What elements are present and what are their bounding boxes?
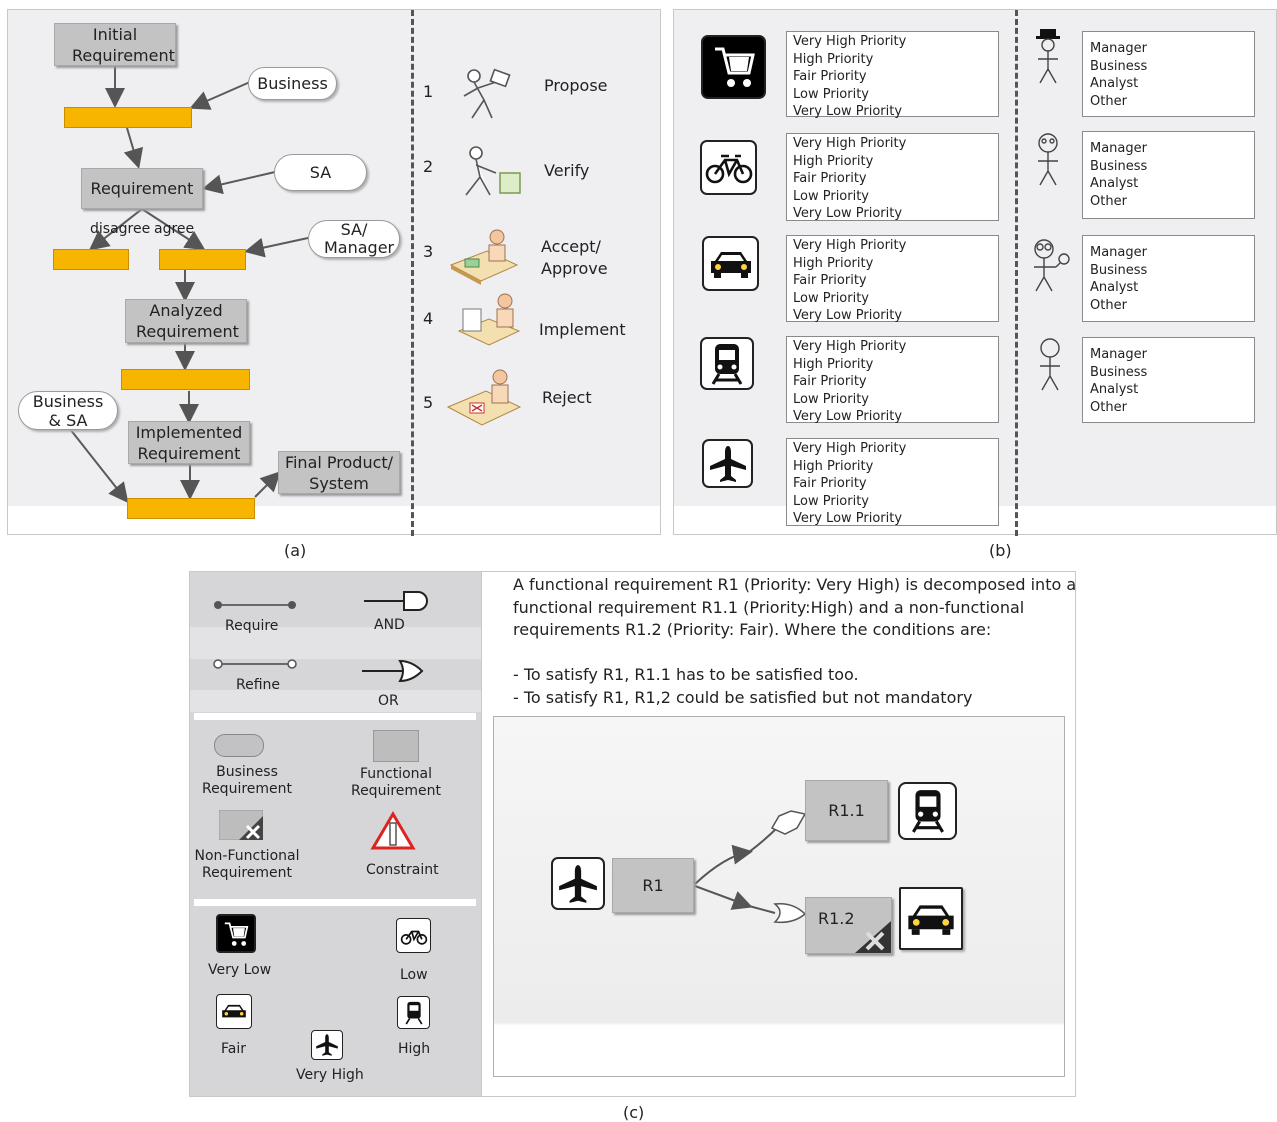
legend-functional-requirement-label: Functional Requirement: [350, 766, 442, 799]
example-links: [694, 810, 807, 924]
requirement-bar-analyzed: [121, 369, 250, 390]
non-functional-requirement-symbol: [219, 810, 263, 840]
legend-or-label: OR: [378, 693, 399, 709]
final-product-box: Final Product/ System: [278, 451, 400, 494]
caption-a: (a): [284, 541, 307, 560]
step-number: 3: [423, 242, 434, 261]
step-number: 1: [423, 82, 434, 101]
car-icon: [899, 887, 963, 950]
implement-desk-icon: [457, 293, 521, 346]
implemented-requirement-box: Implemented Requirement: [128, 421, 250, 464]
flow-arrows: [69, 66, 309, 504]
requirement-bar-1: [64, 107, 192, 128]
bicycle-icon: [700, 140, 757, 195]
step-label: Accept/ Approve: [541, 237, 608, 278]
airplane-icon: [702, 439, 753, 488]
caption-c: (c): [623, 1103, 645, 1122]
sa-manager-actor-oval: SA/ Manager: [308, 220, 400, 258]
legend-and-label: AND: [374, 617, 405, 633]
legend-very-low-label: Very Low: [208, 962, 272, 978]
sa-actor-oval: SA: [274, 154, 367, 191]
analyst-person-icon: [1034, 239, 1070, 292]
legend-low-label: Low: [400, 967, 428, 983]
dashed-divider: [1015, 10, 1018, 536]
legend-row-stripe: [190, 690, 481, 712]
requirement-bar-final: [127, 498, 255, 519]
legend-high-label: High: [398, 1041, 431, 1057]
legend-fair-label: Fair: [221, 1041, 246, 1057]
legend-constraint-label: Constraint: [366, 862, 439, 878]
train-icon: [700, 337, 754, 390]
airplane-icon: [551, 857, 605, 910]
constraint-icon: [370, 811, 416, 850]
step-label: Propose: [544, 76, 608, 95]
requirement-box: Requirement: [81, 168, 203, 209]
initial-requirement-box: Initial Requirement: [54, 23, 176, 66]
disagree-label: disagree: [90, 221, 151, 237]
step-number: 4: [423, 309, 434, 328]
dashed-divider: [411, 10, 414, 536]
require-link-icon: [214, 601, 296, 609]
r12-node: R1.2: [805, 897, 892, 954]
other-person-icon: [1040, 338, 1060, 391]
airplane-icon: [311, 1030, 343, 1060]
legend-non-functional-requirement-label: Non-Functional Requirement: [194, 848, 300, 880]
car-icon: [216, 994, 252, 1029]
accept-bar: [159, 249, 246, 270]
business-actor-oval: Business: [248, 67, 337, 100]
step-label: Verify: [544, 161, 590, 180]
legend-very-high-label: Very High: [296, 1067, 364, 1083]
accept-desk-icon: [449, 229, 519, 285]
caption-b: (b): [989, 541, 1012, 560]
analyzed-requirement-box: Analyzed Requirement: [125, 299, 247, 343]
step-label: Reject: [542, 388, 592, 407]
example-canvas: [493, 716, 1065, 1077]
and-gate-icon: [364, 591, 428, 611]
r1-node: R1: [612, 858, 694, 913]
or-gate-icon: [362, 659, 424, 683]
propose-person-icon: [463, 68, 511, 119]
car-icon: [702, 236, 759, 291]
step-number: 2: [423, 157, 434, 176]
verify-person-icon: [465, 146, 521, 196]
panel-a-footer-strip: [8, 506, 660, 534]
step-number: 5: [423, 393, 434, 412]
business-sa-actor-oval: Business & SA: [18, 391, 118, 430]
manager-person-icon: [1036, 29, 1060, 84]
non-functional-mark-icon: [855, 921, 891, 953]
legend-separator: [194, 713, 476, 720]
legend-row-stripe: [190, 627, 481, 659]
train-icon: [898, 782, 957, 840]
description-text: A functional requirement R1 (Priority: V…: [513, 575, 1077, 707]
legend-refine-label: Refine: [236, 677, 281, 693]
legend-business-requirement-label: Business Requirement: [201, 764, 293, 797]
reject-bar: [53, 249, 129, 270]
step-label: Implement: [539, 320, 626, 339]
functional-requirement-symbol: [373, 730, 419, 762]
bicycle-icon: [396, 918, 431, 953]
stroller-icon: [701, 35, 766, 99]
legend-separator: [194, 899, 476, 906]
reject-desk-icon: [446, 369, 522, 426]
agree-label: agree: [154, 221, 195, 237]
train-icon: [397, 996, 430, 1029]
business-requirement-symbol: [214, 734, 264, 757]
refine-link-icon: [213, 659, 297, 669]
legend-require-label: Require: [225, 618, 279, 634]
stroller-icon: [216, 914, 256, 953]
business-person-icon: [1038, 133, 1058, 186]
r11-node: R1.1: [805, 780, 888, 841]
